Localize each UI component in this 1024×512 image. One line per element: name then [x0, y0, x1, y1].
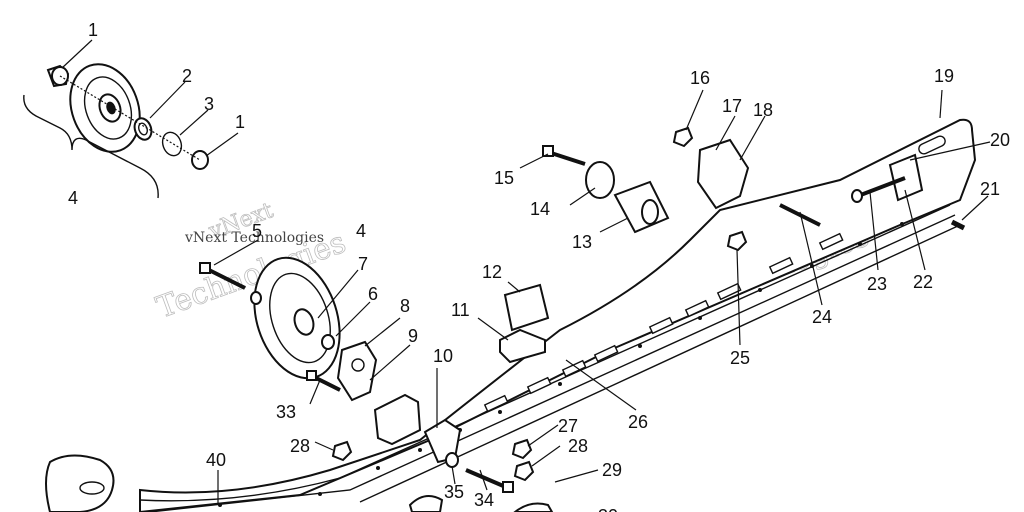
callout-24: 24 [812, 307, 832, 327]
callout-34: 34 [474, 490, 494, 510]
callout-21: 21 [980, 179, 1000, 199]
right-end-hardware [726, 153, 966, 252]
callout-18: 18 [753, 100, 773, 120]
callout-20: 20 [990, 130, 1010, 150]
callouts: 1 2 3 1 4 5 4 7 6 8 9 10 11 12 13 14 15 … [68, 20, 1010, 512]
idler-wheel-exploded [23, 63, 209, 199]
callout-13: 13 [572, 232, 592, 252]
callout-27: 27 [558, 416, 578, 436]
callout-15: 15 [494, 168, 514, 188]
callout-29: 29 [602, 460, 622, 480]
slide-rail [139, 118, 977, 512]
callout-26: 26 [628, 412, 648, 432]
callout-28a: 28 [290, 436, 310, 456]
callout-1a: 1 [88, 20, 98, 40]
watermark-left-small: vNext Technologies [184, 230, 324, 246]
callout-9: 9 [408, 326, 418, 346]
callout-16: 16 [690, 68, 710, 88]
callout-25: 25 [730, 348, 750, 368]
front-tip [45, 438, 554, 512]
callout-17: 17 [722, 96, 742, 116]
callout-35: 35 [444, 482, 464, 502]
callout-1b: 1 [235, 112, 245, 132]
upper-hardware [499, 126, 750, 364]
callout-28b: 28 [568, 436, 588, 456]
callout-30: 30 [598, 506, 618, 512]
callout-19: 19 [934, 66, 954, 86]
leader-lines [61, 39, 991, 505]
group-bracket [23, 94, 159, 199]
callout-23: 23 [867, 274, 887, 294]
callout-8: 8 [400, 296, 410, 316]
callout-7: 7 [358, 254, 368, 274]
callout-6: 6 [368, 284, 378, 304]
callout-2: 2 [182, 66, 192, 86]
callout-3: 3 [204, 94, 214, 114]
callout-12: 12 [482, 262, 502, 282]
rail-slots [483, 135, 946, 413]
callout-10: 10 [433, 346, 453, 366]
callout-22: 22 [913, 272, 933, 292]
callout-40: 40 [206, 450, 226, 470]
mount-bracket [373, 393, 514, 493]
callout-4b: 4 [356, 221, 366, 241]
rear-idler-wheel [199, 256, 378, 402]
rail-plate [139, 118, 977, 512]
callout-5: 5 [252, 221, 262, 241]
callout-4a: 4 [68, 188, 78, 208]
callout-33: 33 [276, 402, 296, 422]
callout-14: 14 [530, 199, 550, 219]
callout-11: 11 [451, 300, 470, 320]
